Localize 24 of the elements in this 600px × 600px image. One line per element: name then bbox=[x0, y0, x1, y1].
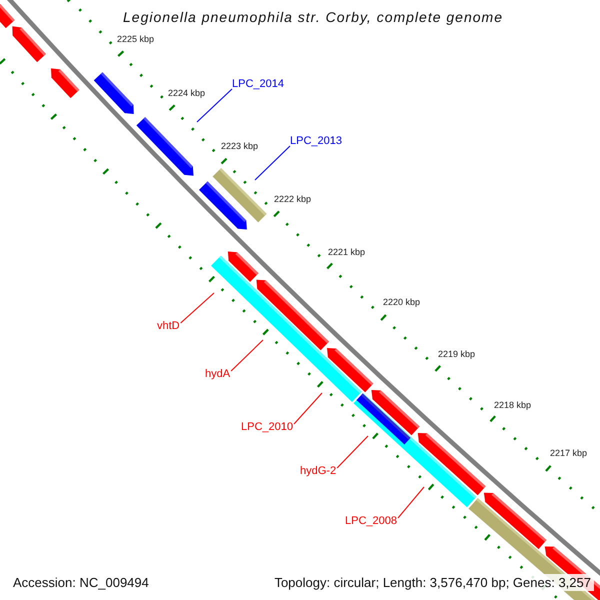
leader-line bbox=[336, 436, 368, 468]
gene-label: hydA bbox=[205, 368, 230, 381]
gene-label: LPC_2013 bbox=[290, 135, 342, 148]
leader-line bbox=[294, 392, 322, 424]
leader-line bbox=[180, 292, 214, 324]
tick-label: 2224 kbp bbox=[168, 88, 206, 98]
tick-label: 2223 kbp bbox=[221, 141, 258, 151]
leader-line bbox=[398, 486, 424, 518]
tick-label: 2221 kbp bbox=[328, 247, 366, 257]
tick-label: 2225 kbp bbox=[117, 34, 154, 44]
leader-line bbox=[230, 340, 264, 372]
tick-label: 2219 kbp bbox=[438, 349, 476, 359]
gene-label: LPC_2014 bbox=[232, 78, 284, 91]
gene-label: vhtD bbox=[157, 320, 180, 333]
gene-label: LPC_2008 bbox=[345, 515, 397, 528]
tick-label: 2222 kbp bbox=[274, 194, 312, 204]
leader-line bbox=[254, 146, 290, 180]
leader-line bbox=[196, 88, 232, 122]
gene-label: hydG-2 bbox=[300, 465, 336, 478]
tick-label: 2218 kbp bbox=[494, 400, 532, 410]
gene-label: LPC_2010 bbox=[241, 421, 293, 434]
tick-label: 2220 kbp bbox=[383, 297, 420, 307]
diagram-title: Legionella pneumophila str. Corby, complete genome bbox=[123, 9, 503, 25]
tick-label: 2217 kbp bbox=[550, 448, 588, 458]
